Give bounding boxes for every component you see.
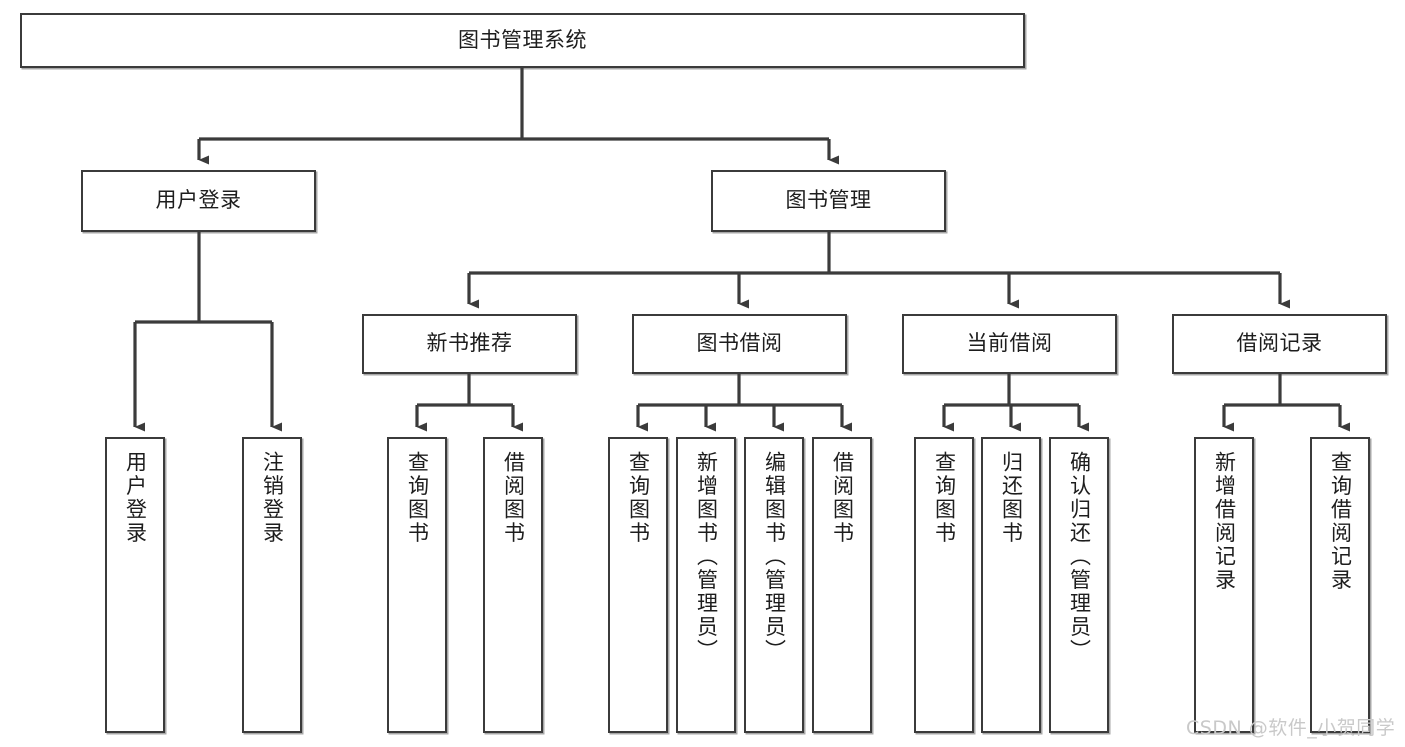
node-leaf-edit-book[interactable]: 编辑图书（管理员） — [744, 437, 804, 733]
node-leaf-query-book-1-label: 查询图书 — [405, 451, 430, 545]
node-current-borrow-label: 当前借阅 — [966, 331, 1053, 356]
node-root-label: 图书管理系统 — [458, 27, 587, 52]
node-leaf-edit-book-label: 编辑图书（管理员） — [762, 451, 787, 663]
node-leaf-borrow-book-1-label: 借阅图书 — [501, 451, 526, 545]
node-book-manage-label: 图书管理 — [785, 188, 872, 213]
node-new-book-recommend-label: 新书推荐 — [426, 331, 513, 356]
node-leaf-user-logout[interactable]: 注销登录 — [242, 437, 302, 733]
node-book-borrow[interactable]: 图书借阅 — [632, 314, 847, 374]
node-leaf-return-book-label: 归还图书 — [999, 451, 1024, 545]
node-leaf-add-book[interactable]: 新增图书（管理员） — [676, 437, 736, 733]
node-user-login-label: 用户登录 — [155, 188, 242, 213]
node-leaf-add-record[interactable]: 新增借阅记录 — [1194, 437, 1254, 733]
node-leaf-add-record-label: 新增借阅记录 — [1212, 451, 1237, 592]
node-leaf-query-record[interactable]: 查询借阅记录 — [1310, 437, 1370, 733]
node-leaf-borrow-book-1[interactable]: 借阅图书 — [483, 437, 543, 733]
node-leaf-user-login-label: 用户登录 — [123, 451, 148, 545]
node-leaf-confirm-return[interactable]: 确认归还（管理员） — [1049, 437, 1109, 733]
node-leaf-confirm-return-label: 确认归还（管理员） — [1067, 451, 1092, 663]
node-leaf-user-login[interactable]: 用户登录 — [105, 437, 165, 733]
node-leaf-add-book-label: 新增图书（管理员） — [694, 451, 719, 663]
node-leaf-query-book-2[interactable]: 查询图书 — [608, 437, 668, 733]
node-new-book-recommend[interactable]: 新书推荐 — [362, 314, 577, 374]
node-root[interactable]: 图书管理系统 — [20, 13, 1025, 68]
node-leaf-borrow-book-2-label: 借阅图书 — [830, 451, 855, 545]
node-leaf-query-book-1[interactable]: 查询图书 — [387, 437, 447, 733]
node-leaf-query-record-label: 查询借阅记录 — [1328, 451, 1353, 592]
node-borrow-record[interactable]: 借阅记录 — [1172, 314, 1387, 374]
node-user-login[interactable]: 用户登录 — [81, 170, 316, 232]
node-leaf-query-book-3[interactable]: 查询图书 — [914, 437, 974, 733]
node-leaf-borrow-book-2[interactable]: 借阅图书 — [812, 437, 872, 733]
node-leaf-return-book[interactable]: 归还图书 — [981, 437, 1041, 733]
node-leaf-query-book-2-label: 查询图书 — [626, 451, 651, 545]
node-borrow-record-label: 借阅记录 — [1236, 331, 1323, 356]
node-current-borrow[interactable]: 当前借阅 — [902, 314, 1117, 374]
node-leaf-user-logout-label: 注销登录 — [260, 451, 285, 545]
node-book-manage[interactable]: 图书管理 — [711, 170, 946, 232]
node-book-borrow-label: 图书借阅 — [696, 331, 783, 356]
node-leaf-query-book-3-label: 查询图书 — [932, 451, 957, 545]
